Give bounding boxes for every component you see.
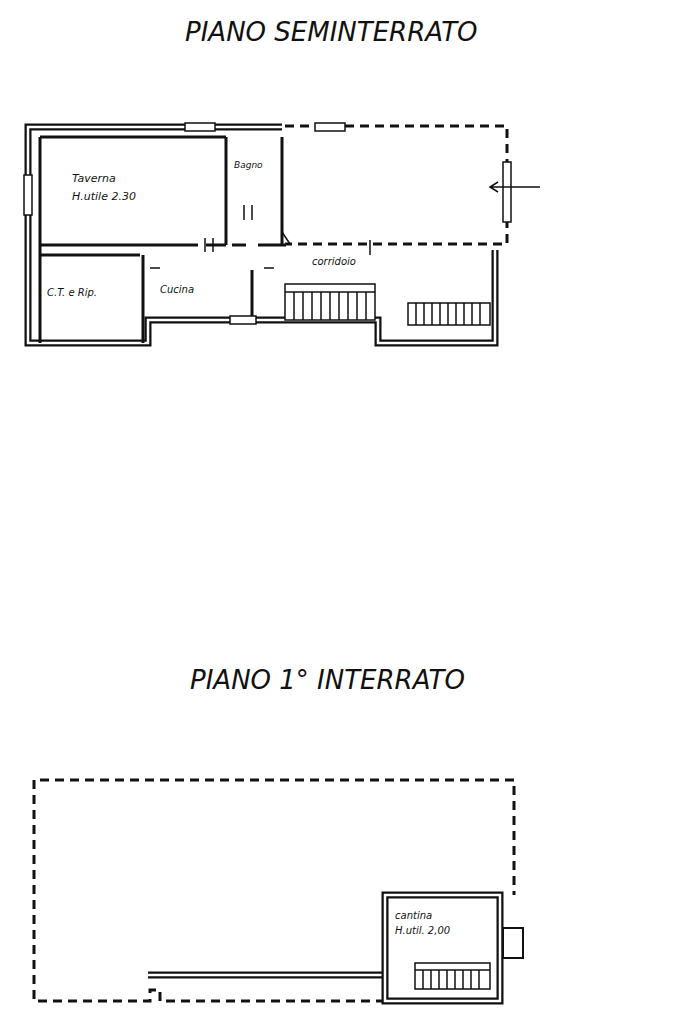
lower-plan (34, 780, 523, 1001)
staircase (285, 284, 375, 320)
interior-wall (40, 137, 252, 343)
room-name: Bagno (234, 160, 263, 170)
cellar-wall (385, 895, 500, 1001)
upper-plan (24, 123, 540, 343)
window (315, 123, 345, 131)
door-mark (150, 205, 370, 268)
window (185, 123, 215, 131)
window (230, 316, 256, 324)
staircase (415, 963, 490, 989)
floor-title: PIANO SEMINTERRATO (185, 18, 477, 48)
dashed-outline (34, 780, 514, 1001)
interior-wall (40, 137, 286, 245)
outer-wall-inner (148, 974, 385, 977)
room-name: Cucina (160, 284, 194, 296)
window (24, 175, 32, 215)
staircase (408, 303, 490, 325)
room-height: H.utile 2.30 (72, 191, 136, 204)
dashed-outline (285, 126, 507, 244)
room-name: cantina (395, 910, 432, 922)
room-name: Taverna (72, 173, 116, 186)
floor-title: PIANO 1° INTERRATO (190, 666, 465, 696)
room-height: H.util. 2,00 (395, 925, 450, 937)
cellar-wall-inner (385, 895, 500, 1001)
entrance-arrow (490, 182, 540, 192)
room-name: C.T. e Rip. (47, 287, 97, 299)
room-name: corridoio (312, 256, 356, 268)
outer-wall (28, 127, 495, 343)
outer-wall-inner (28, 127, 495, 343)
window (503, 162, 511, 222)
window (503, 928, 523, 958)
outer-wall (148, 972, 385, 979)
